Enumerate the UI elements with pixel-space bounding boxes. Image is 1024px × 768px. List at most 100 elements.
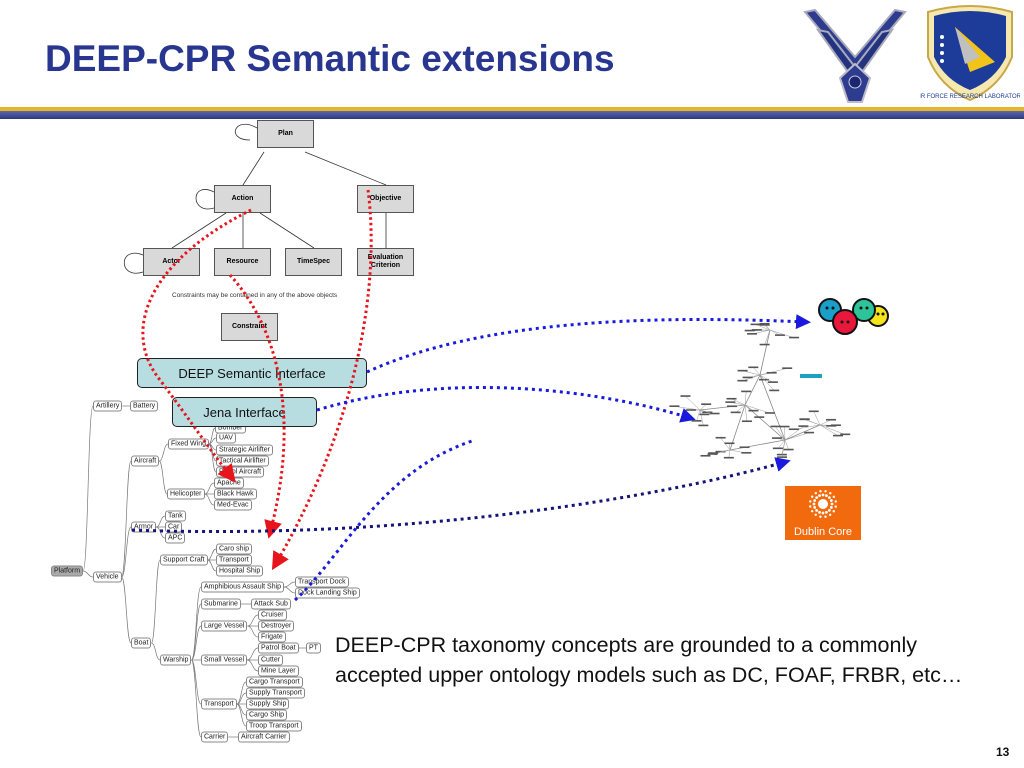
graph-node [702,411,713,414]
graph-edge [819,424,846,435]
graph-edge [819,424,839,437]
afrl-shield-logo: AIR FORCE RESEARCH LABORATORY [920,5,1020,102]
taxonomy-edge [158,460,168,495]
graph-node [776,453,787,456]
graph-node [767,381,778,383]
graph-edge [813,411,821,426]
taxonomy-node[interactable]: Artillery [93,400,123,412]
taxonomy-node[interactable]: Battery [130,400,159,412]
taxonomy-node[interactable]: Warship [160,654,192,666]
taxonomy-node[interactable]: Helicopter [167,488,205,500]
graph-node [726,397,737,400]
graph-edge [742,370,761,376]
taxonomy-node[interactable]: Cargo Transport [246,676,303,688]
taxonomy-node[interactable]: Med-Evac [214,499,252,511]
graph-node [779,425,790,428]
taxonomy-node[interactable]: Cutter [258,654,284,666]
taxonomy-edge [207,559,217,572]
taxonomy-node[interactable]: Aircraft [131,455,160,467]
graph-edge [777,439,786,449]
body-text: DEEP-CPR taxonomy concepts are grounded … [335,633,963,687]
taxonomy-node[interactable]: Transport [201,698,237,710]
graph-node [742,376,753,379]
taxonomy-node[interactable]: Supply Ship [246,698,290,710]
graph-node [701,403,712,405]
graph-edge [755,324,771,331]
taxonomy-node[interactable]: Black Hawk [214,488,257,500]
taxonomy-node[interactable]: Car [165,521,183,533]
graph-node [709,412,720,415]
graph-node [754,416,765,418]
graph-node [691,420,702,422]
taxonomy-edge [204,493,215,506]
graph-node [747,333,758,335]
taxonomy-node[interactable]: Dock Landing Ship [295,587,360,599]
red-link-resource [228,273,286,539]
taxonomy-node[interactable]: APC [165,532,186,544]
taxonomy-node[interactable]: Support Craft [160,554,208,566]
taxonomy-node[interactable]: Transport Dock [295,576,349,588]
slide-title: DEEP-CPR Semantic extensions [45,38,615,79]
taxonomy-node[interactable]: Aircraft Carrier [238,731,290,743]
taxonomy-node[interactable]: Mine Layer [258,665,299,677]
taxonomy-node[interactable]: Submarine [201,598,241,610]
taxonomy-node[interactable]: Carrier [201,731,229,743]
taxonomy-node[interactable]: Tactical Airlifter [216,455,269,467]
taxonomy-node[interactable]: Platform [51,565,84,577]
graph-edge [759,374,786,441]
taxonomy-node[interactable]: Small Vessel [201,654,248,666]
taxonomy-node[interactable]: Vehicle [93,571,122,583]
taxonomy-edge [151,559,161,644]
graph-node [770,425,781,428]
graph-node [724,442,735,445]
graph-node [737,369,748,372]
graph-node [759,322,770,325]
uml-objective: Objective [357,185,414,213]
taxonomy-node[interactable]: Troop Transport [246,720,302,732]
graph-edge [699,404,707,411]
graph-node [739,446,750,449]
taxonomy-node[interactable]: UAV [216,432,236,444]
graph-node [826,425,837,427]
graph-edge [744,391,747,406]
graph-edge [804,419,821,426]
taxonomy-node[interactable]: PT [306,642,321,654]
taxonomy-node[interactable]: Cargo Ship [246,709,288,721]
taxonomy-node[interactable]: Transport [216,554,252,566]
air-force-wings-logo [803,8,907,103]
uml-resource: Resource [214,248,271,276]
graph-node [764,412,775,414]
page-number: 13 [996,745,1010,759]
dublin-core-logo: Dublin Core [785,486,861,540]
graph-edge [759,374,774,383]
taxonomy-node[interactable]: Tank [165,510,186,522]
taxonomy-node[interactable]: Hospital Ship [216,565,264,577]
taxonomy-node[interactable]: Attack Sub [251,598,291,610]
graph-edge [784,424,821,441]
taxonomy-node[interactable]: Amphibious Assault Ship [201,581,285,593]
taxonomy-node[interactable]: Cruiser [258,609,287,621]
taxonomy-node[interactable]: Caro ship [216,543,252,555]
taxonomy-node[interactable]: Boat [131,637,152,649]
graph-node [776,456,787,458]
taxonomy-node[interactable]: Patrol Boat [258,642,299,654]
taxonomy-node[interactable]: Frigate [258,631,286,643]
header-bar [0,111,1024,119]
red-link-objective [271,189,373,571]
taxonomy-node[interactable]: Fixed Wing [168,438,210,450]
graph-edge [764,329,771,345]
taxonomy-node[interactable]: Strategic Airlifter [216,444,273,456]
uml-action: Action [214,185,271,213]
graph-node [708,452,719,454]
graph-node [840,433,851,436]
taxonomy-edge [191,625,202,661]
taxonomy-node[interactable]: Supply Transport [246,687,305,699]
taxonomy-node[interactable]: Patrol Aircraft [216,466,265,478]
graph-node [700,454,711,457]
taxonomy-node[interactable]: Large Vessel [201,620,248,632]
taxonomy-edge [191,659,202,738]
taxonomy-edge [159,443,169,462]
taxonomy-node[interactable]: Armor [131,521,157,533]
taxonomy-node[interactable]: Destroyer [258,620,295,632]
